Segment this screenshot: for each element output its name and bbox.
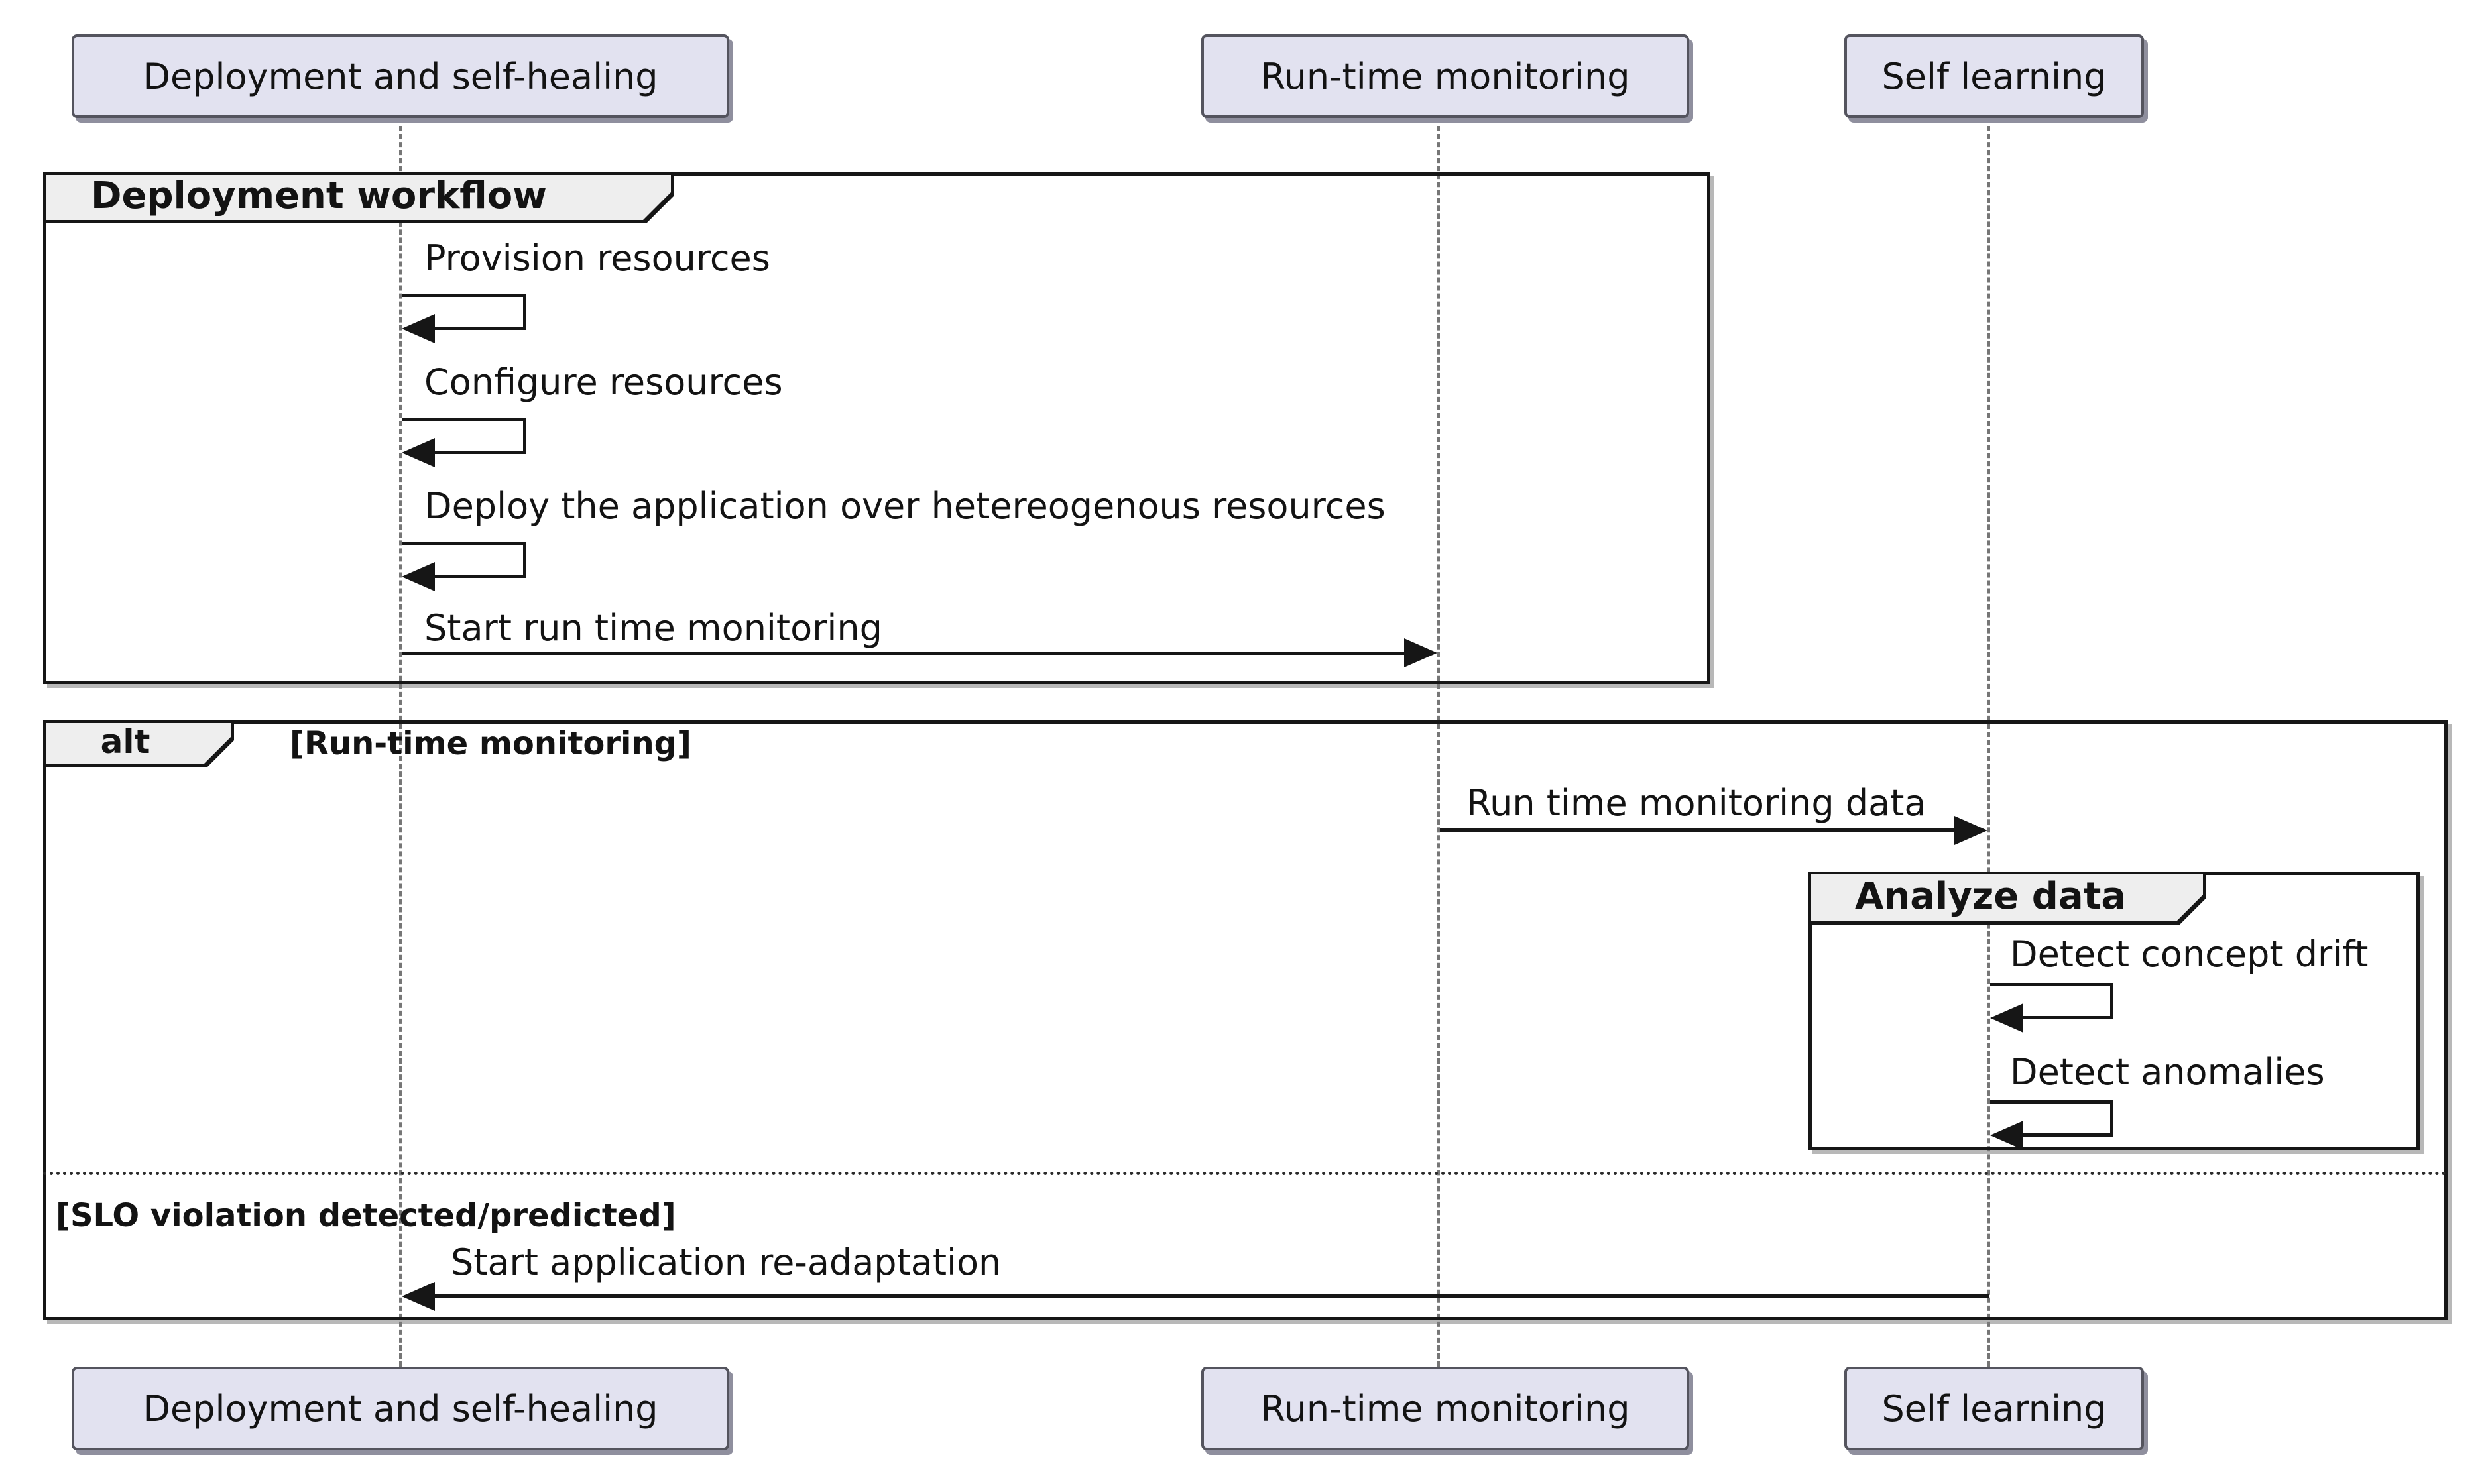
- provision-arrowhead: [402, 314, 435, 343]
- message-deploy-label: Deploy the application over hetereogenou…: [424, 485, 1386, 527]
- participant-selflearning-label-bottom: Self learning: [1881, 1387, 2107, 1430]
- deploy-loop-side-line: [523, 542, 526, 578]
- participant-deployment-top: Deployment and self-healing: [72, 34, 729, 118]
- readaptation-arrow-line: [424, 1294, 1989, 1298]
- configure-arrowhead: [402, 438, 435, 467]
- participant-runtime-bottom: Run-time monitoring: [1201, 1367, 1689, 1450]
- lifeline-self-learning: [1987, 118, 1990, 1367]
- drift-loop-return-line: [2013, 1016, 2113, 1019]
- message-provision-label: Provision resources: [424, 237, 770, 279]
- message-readaptation-label: Start application re-adaptation: [451, 1241, 1002, 1283]
- alt-tab: alt: [43, 720, 234, 767]
- participant-runtime-label: Run-time monitoring: [1260, 55, 1630, 97]
- start-monitoring-arrowhead: [1404, 638, 1437, 667]
- alt-tab-fill: [46, 723, 231, 764]
- drift-loop-side-line: [2110, 983, 2113, 1019]
- anomalies-loop-top-line: [1990, 1100, 2113, 1104]
- alt-divider: [43, 1172, 2448, 1175]
- anomalies-loop-side-line: [2110, 1100, 2113, 1137]
- drift-arrowhead: [1990, 1003, 2023, 1033]
- deployment-workflow-tab-fill: [46, 175, 671, 220]
- participant-selflearning-bottom: Self learning: [1844, 1367, 2144, 1450]
- deploy-loop-return-line: [424, 575, 526, 578]
- configure-loop-side-line: [523, 418, 526, 454]
- deployment-workflow-title: Deployment workflow: [91, 174, 547, 217]
- anomalies-loop-return-line: [2013, 1133, 2113, 1137]
- deployment-workflow-tab: Deployment workflow: [43, 172, 674, 223]
- alt-guard-monitoring: [Run-time monitoring]: [290, 725, 691, 762]
- alt-guard-slo: [SLO violation detected/predicted]: [56, 1197, 676, 1234]
- message-start-monitoring-label: Start run time monitoring: [424, 607, 882, 649]
- participant-deployment-label-bottom: Deployment and self-healing: [143, 1387, 658, 1430]
- participant-selflearning-label: Self learning: [1881, 55, 2107, 97]
- deploy-loop-top-line: [402, 542, 526, 545]
- analyze-data-title: Analyze data: [1855, 875, 2127, 918]
- analyze-data-tab-fill: [1811, 874, 2203, 921]
- participant-deployment-label: Deployment and self-healing: [143, 55, 658, 97]
- message-monitoring-data-label: Run time monitoring data: [1466, 782, 1926, 824]
- lifeline-runtime-monitoring: [1437, 118, 1440, 1367]
- message-detect-anomalies-label: Detect anomalies: [2010, 1051, 2325, 1093]
- message-configure-label: Configure resources: [424, 361, 783, 403]
- deploy-arrowhead: [402, 562, 435, 591]
- lifeline-deployment: [399, 118, 402, 1367]
- monitoring-data-arrow-line: [1440, 828, 1956, 832]
- provision-loop-top-line: [402, 294, 526, 297]
- configure-loop-return-line: [424, 451, 526, 454]
- alt-frame: [43, 720, 2448, 1320]
- participant-runtime-label-bottom: Run-time monitoring: [1260, 1387, 1630, 1430]
- anomalies-arrowhead: [1990, 1121, 2023, 1150]
- participant-deployment-bottom: Deployment and self-healing: [72, 1367, 729, 1450]
- configure-loop-top-line: [402, 418, 526, 421]
- start-monitoring-arrow-line: [402, 652, 1405, 655]
- monitoring-data-arrowhead: [1954, 816, 1987, 845]
- provision-loop-return-line: [424, 327, 526, 330]
- provision-loop-side-line: [523, 294, 526, 330]
- deployment-workflow-frame: [43, 172, 1710, 684]
- alt-operator: alt: [100, 722, 150, 761]
- drift-loop-top-line: [1990, 983, 2113, 986]
- participant-selflearning-top: Self learning: [1844, 34, 2144, 118]
- message-detect-drift-label: Detect concept drift: [2010, 933, 2369, 975]
- analyze-data-tab: Analyze data: [1808, 872, 2206, 925]
- readaptation-arrowhead: [402, 1282, 435, 1311]
- participant-runtime-top: Run-time monitoring: [1201, 34, 1689, 118]
